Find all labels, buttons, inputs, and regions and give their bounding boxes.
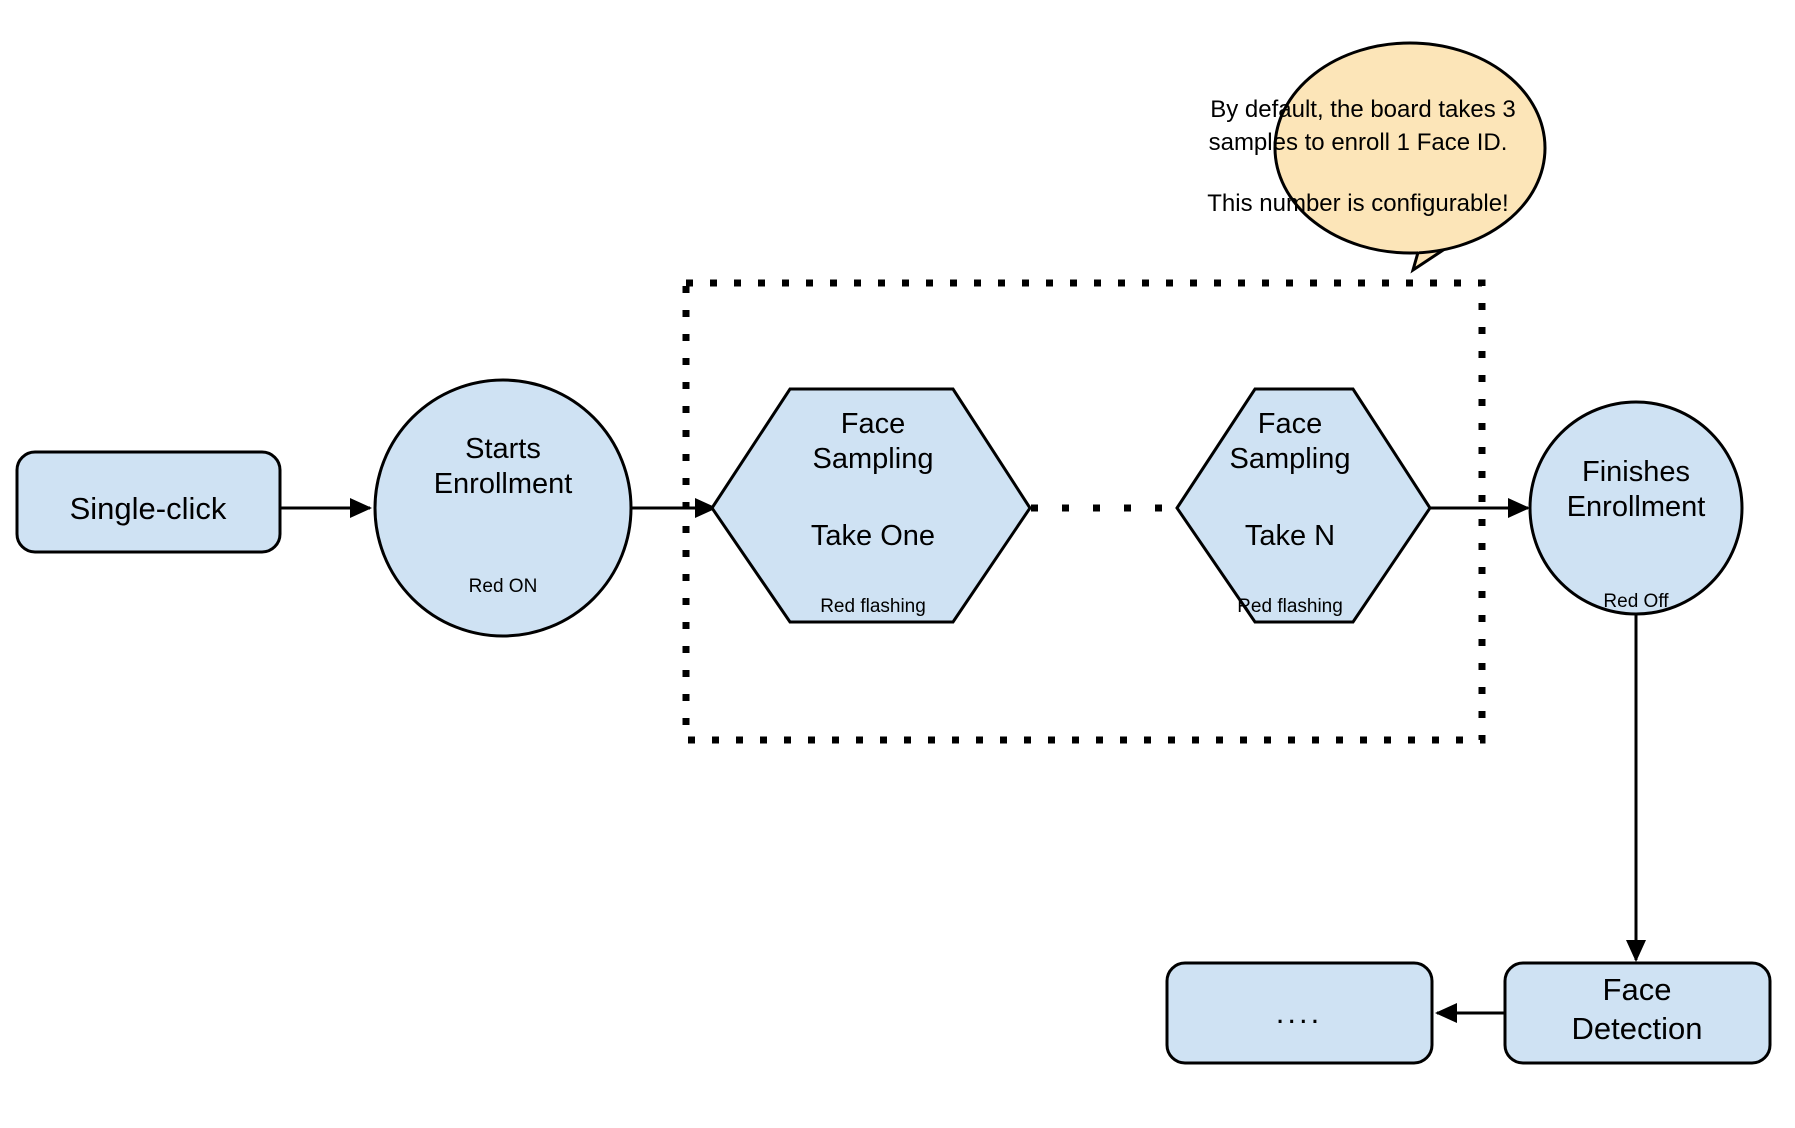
face-sampling-one-take: Take One bbox=[811, 520, 935, 552]
ellipsis-box[interactable] bbox=[1165, 961, 1434, 1065]
finishes-enrollment-line1: Finishes bbox=[1582, 456, 1690, 488]
single-click-box[interactable] bbox=[15, 450, 282, 554]
face-sampling-n-line1: Face bbox=[1258, 408, 1322, 440]
node-face-detection[interactable]: Face Detection bbox=[1503, 961, 1772, 1065]
finishes-enrollment-status: Red Off bbox=[1603, 591, 1669, 612]
ellipsis-box-label: .... bbox=[1276, 995, 1322, 1030]
callout-line-1: By default, the board takes 3 bbox=[1210, 96, 1516, 123]
starts-enrollment-status: Red ON bbox=[469, 576, 538, 597]
callout-tail-joint bbox=[1418, 221, 1455, 252]
callout-line-3: This number is configurable! bbox=[1207, 190, 1508, 217]
face-sampling-one-line2: Sampling bbox=[813, 443, 934, 475]
face-sampling-one-line1: Face bbox=[841, 408, 905, 440]
callout-bubble bbox=[1273, 41, 1547, 255]
face-sampling-n-line2: Sampling bbox=[1230, 443, 1351, 475]
starts-enrollment-circle[interactable] bbox=[373, 378, 633, 638]
node-ellipsis-box[interactable]: .... bbox=[1165, 961, 1434, 1065]
starts-enrollment-line1: Starts bbox=[465, 433, 541, 465]
callout-speech-bubble: By default, the board takes 3 samples to… bbox=[1207, 41, 1547, 274]
node-finishes-enrollment[interactable]: Finishes Enrollment Red Off bbox=[1528, 400, 1744, 616]
starts-enrollment-line2: Enrollment bbox=[434, 468, 573, 500]
node-face-sampling-n[interactable]: Face Sampling Take N Red flashing bbox=[1175, 387, 1432, 624]
face-sampling-one-hexagon[interactable] bbox=[710, 387, 1032, 624]
face-sampling-n-take: Take N bbox=[1245, 520, 1335, 552]
face-sampling-n-hexagon[interactable] bbox=[1175, 387, 1432, 624]
node-starts-enrollment[interactable]: Starts Enrollment Red ON bbox=[373, 378, 633, 638]
finishes-enrollment-circle[interactable] bbox=[1528, 400, 1744, 616]
face-sampling-n-status: Red flashing bbox=[1237, 596, 1343, 617]
face-detection-box[interactable] bbox=[1503, 961, 1772, 1065]
face-sampling-one-status: Red flashing bbox=[820, 596, 926, 617]
single-click-label: Single-click bbox=[70, 491, 227, 526]
callout-line-2: samples to enroll 1 Face ID. bbox=[1209, 129, 1508, 156]
face-detection-line2: Detection bbox=[1572, 1011, 1703, 1046]
finishes-enrollment-line2: Enrollment bbox=[1567, 491, 1706, 523]
node-face-sampling-one[interactable]: Face Sampling Take One Red flashing bbox=[710, 387, 1032, 624]
node-single-click[interactable]: Single-click bbox=[15, 450, 282, 554]
face-detection-line1: Face bbox=[1603, 972, 1672, 1007]
